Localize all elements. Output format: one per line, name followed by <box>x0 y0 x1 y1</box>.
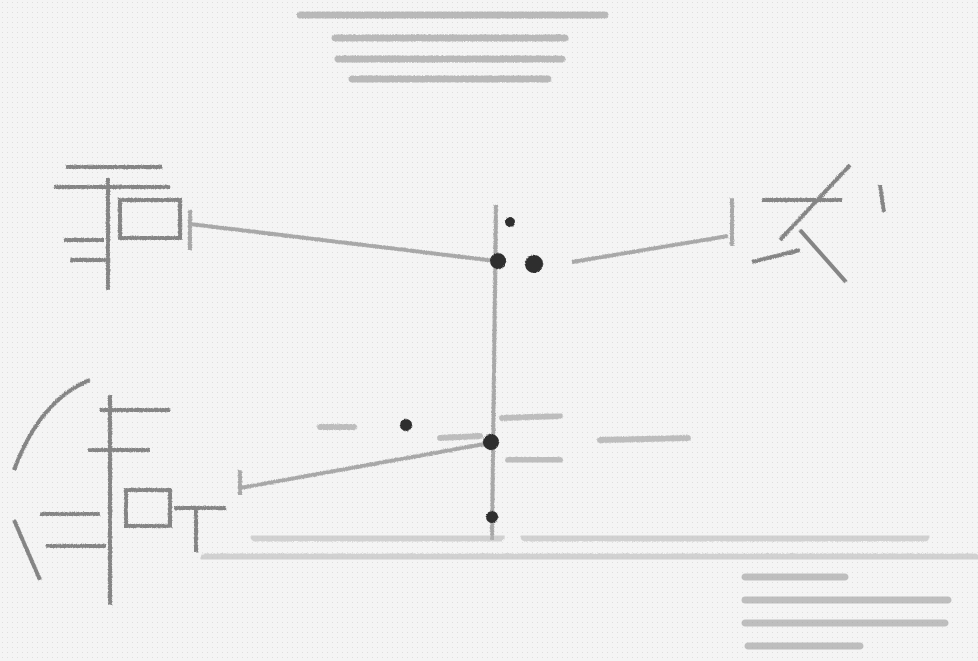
node-lower <box>483 434 499 450</box>
glyph-stamp-lower-left <box>12 378 226 605</box>
diagram-nodes <box>400 217 543 523</box>
line-right-upper <box>571 234 729 264</box>
connector-lines <box>188 198 734 541</box>
node-upper-right <box>525 255 543 273</box>
header-ink <box>296 11 609 83</box>
glyph-stamp-upper-left <box>54 165 182 290</box>
lower-smudges <box>317 413 691 463</box>
glyph-stamp-upper-right <box>751 163 886 284</box>
node-upper <box>490 253 506 269</box>
line-left-lower <box>239 441 491 490</box>
node-bottom <box>486 511 498 523</box>
node-top <box>505 217 515 227</box>
line-left-upper <box>189 222 497 263</box>
node-marker <box>400 419 412 431</box>
baseline-band <box>200 532 978 563</box>
